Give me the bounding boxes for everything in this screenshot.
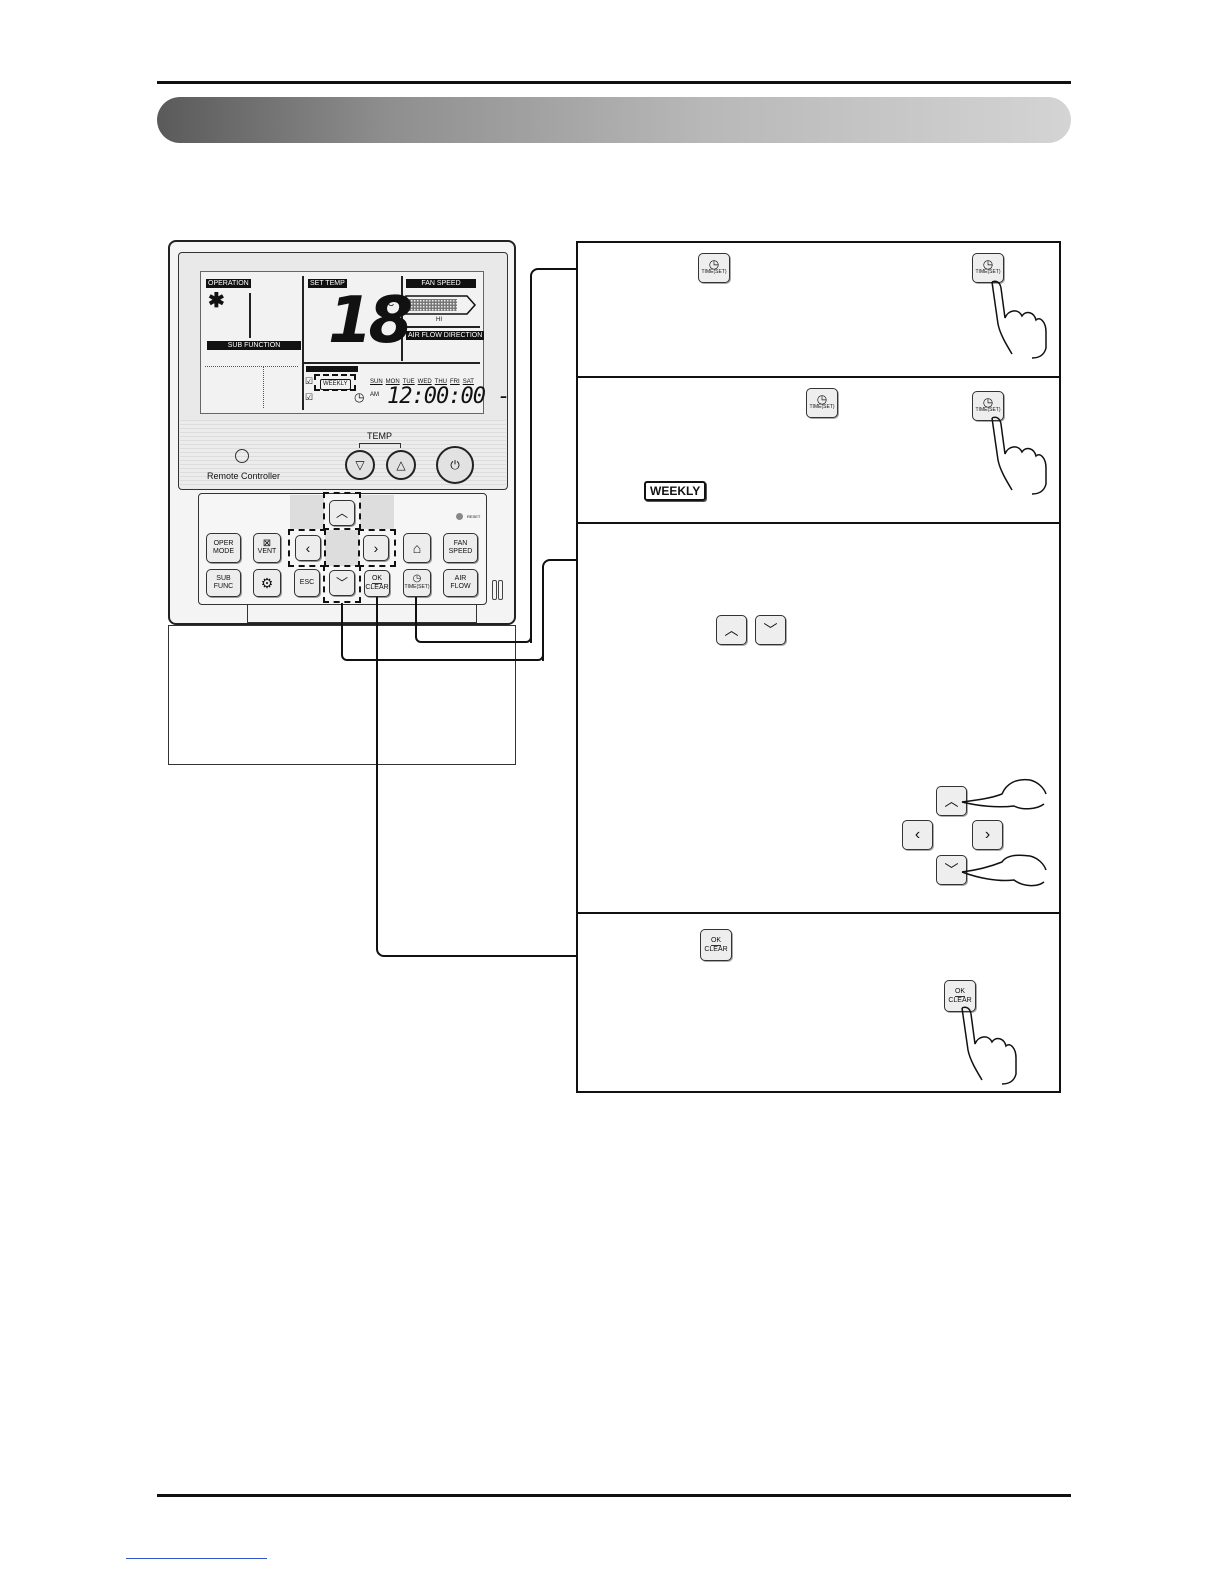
operation-label: OPERATION [206,279,251,288]
sub-function-label: SUB FUNCTION [207,341,301,350]
weekday: SAT [462,379,474,385]
clock-icon: ◷ [412,573,422,584]
top-rule [157,81,1071,84]
home-button[interactable]: ⌂ [403,533,431,563]
clock-icon: ◷ [816,392,828,406]
up-key-icon: ︿ [716,615,747,645]
vent-button[interactable]: ⊠VENT [253,533,281,563]
controller-hinge [247,605,477,623]
connector-ok-clear [376,597,578,957]
left-highlight [288,529,326,567]
chevron-right-icon: › [984,826,991,843]
temp-label: TEMP [367,431,393,441]
right-key-icon: › [972,820,1003,850]
am-indicator: AM [370,392,379,398]
chevron-up-icon: ︿ [944,793,959,809]
checkbox-icon: ☑ [305,392,314,402]
controller-wall-base [168,625,516,765]
clock-icon: ◷ [354,390,365,404]
pointing-hand-icon [961,778,1047,810]
up-arrow-button[interactable]: ︿ [329,500,355,526]
right-arrow-button[interactable]: › [363,535,389,561]
weekday: FRI [450,379,460,385]
remote-controller-label: Remote Controller [207,471,281,481]
pointing-hand-icon [961,854,1047,887]
temp-unit: °C [384,298,395,308]
cooling-mode-icon: ✱ [208,290,225,312]
weekday-row: SUN MON TUE WED THU FRI SAT [370,379,474,385]
weekday: MON [385,379,400,385]
left-arrow-button[interactable]: ‹ [295,535,321,561]
section-banner [157,97,1071,143]
reset-label: RESET [467,514,481,519]
chevron-left-icon: ‹ [305,540,311,556]
time-set-key-icon: ◷TIME(SET) [698,253,730,283]
weekday: SUN [370,379,383,385]
chevron-down-icon: ﹀ [335,576,348,590]
temp-up-button[interactable]: △ [386,450,416,480]
down-highlight [323,565,361,603]
time-set-key-icon: ◷TIME(SET) [972,391,1004,421]
reservation-label [306,366,358,372]
left-key-icon: ‹ [902,820,933,850]
weekly-highlight [314,374,356,391]
reset-indicator [456,513,463,520]
fan-speed-label: FAN SPEED [406,279,476,288]
chevron-left-icon: ‹ [914,826,921,843]
time-set-key-icon: ◷TIME(SET) [972,253,1004,283]
time-set-button[interactable]: ◷TIME(SET) [403,569,431,597]
vent-icon: ⊠ [262,538,272,549]
down-key-icon: ﹀ [936,855,967,885]
pressing-hand-icon [961,1006,1017,1085]
pressing-hand-icon [991,416,1047,495]
home-icon: ⌂ [412,540,422,556]
instruction-panel [576,241,1061,1093]
chevron-up-icon: ︿ [724,622,739,638]
air-flow-direction-label: AIR FLOW DIRECTION [406,331,485,340]
temp-down-button[interactable]: ▽ [345,450,375,480]
chevron-down-icon: ﹀ [763,622,778,638]
chevron-right-icon: › [373,540,379,556]
up-highlight [323,492,361,530]
fan-level-label: HI [436,317,442,323]
time-readout: 12:00:00 - [387,384,510,409]
fan-speed-bar-icon [405,295,477,315]
esc-button[interactable]: ESC [294,569,320,597]
down-arrow-button[interactable]: ﹀ [329,570,355,596]
bottom-rule [157,1494,1071,1497]
down-key-icon: ﹀ [755,615,786,645]
weekday: THU [434,379,448,385]
gear-icon: ⚙ [260,575,274,591]
clock-icon: ◷ [982,395,994,409]
power-button[interactable]: ⏻ [436,446,474,484]
weekday: WED [417,379,432,385]
up-key-icon: ︿ [936,786,967,816]
pressing-hand-icon [991,280,1047,359]
clock-icon: ◷ [708,257,720,271]
right-highlight [358,529,396,567]
settings-gear-button[interactable]: ⚙ [253,569,281,597]
set-temp-value: 18 [328,284,413,358]
set-temp-label: SET TEMP [308,279,347,288]
chevron-up-icon: ︿ [335,506,348,520]
weekly-badge: WEEKLY [644,481,707,501]
sensor-icon [235,449,249,463]
clock-icon: ◷ [982,257,994,271]
time-set-key-icon: ◷TIME(SET) [806,388,838,418]
weekday: TUE [402,379,415,385]
chevron-down-icon: ﹀ [944,862,959,878]
footer-link-underline [126,1558,267,1559]
checkbox-icon: ☑ [305,376,314,386]
